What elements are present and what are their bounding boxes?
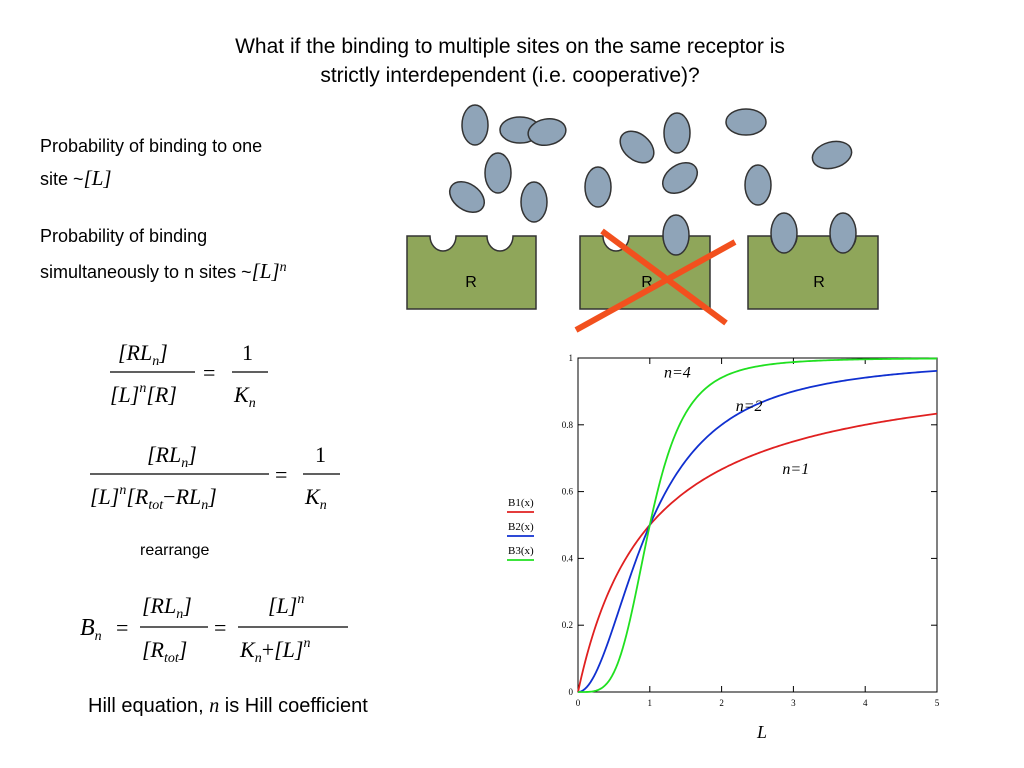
chart-ticks: 0 1 2 3 4 5 0 0.2 0.4 0.6 0.8 1: [562, 353, 940, 708]
eq1-num: [RLn]: [118, 340, 168, 369]
hill-suffix: is Hill coefficient: [219, 695, 368, 717]
chart-series: [577, 357, 938, 693]
prob-multi-math: [L]: [251, 259, 280, 283]
curve-annotation: n=2: [736, 398, 763, 415]
equation-1: [RLn] [L]n[R] = 1 Kn: [110, 340, 268, 411]
series-line-B2(x): [577, 369, 938, 693]
ligand: [484, 152, 512, 194]
receptor-two-bound: R: [747, 212, 879, 310]
receptor-label: R: [465, 274, 477, 291]
hill-prefix: Hill equation,: [88, 695, 210, 717]
series-line-B3(x): [578, 357, 938, 693]
x-tick-label: 3: [791, 698, 796, 708]
curve-annotation: n=1: [782, 461, 809, 478]
y-tick-label: 0.6: [562, 487, 574, 497]
x-tick-label: 5: [935, 698, 940, 708]
eq2-equals: =: [275, 462, 287, 487]
chart-frame: [577, 357, 938, 693]
ligand-bound: [770, 212, 798, 254]
slide-title: What if the binding to multiple sites on…: [140, 32, 880, 90]
y-tick-label: 0.8: [562, 420, 574, 430]
y-tick-label: 0: [569, 687, 574, 697]
title-line-1: What if the binding to multiple sites on…: [235, 35, 785, 58]
y-tick-label: 0.4: [562, 553, 574, 563]
eq3-equals-2: =: [214, 615, 226, 640]
receptor-label: R: [813, 274, 825, 291]
eq2-K: Kn: [304, 484, 327, 513]
prob-one-site-text: Probability of binding to one site ~[L]: [40, 130, 262, 195]
eq2-num: [RLn]: [147, 442, 197, 471]
eq1-K: Kn: [233, 382, 256, 411]
y-tick-label: 1: [569, 353, 574, 363]
x-tick-label: 2: [719, 698, 724, 708]
receptor-empty: R: [406, 235, 537, 310]
series-line-B1(x): [577, 412, 938, 693]
x-tick-label: 0: [576, 698, 581, 708]
hill-chart: 0 1 2 3 4 5 0 0.2 0.4 0.6 0.8 1 B1(x) B2(x) B3(x) n=4…: [507, 353, 940, 742]
ligand-bound: [662, 214, 690, 256]
ligand: [661, 162, 699, 194]
rearrange-label: rearrange: [140, 542, 210, 559]
eq3-den: [Rtot]: [142, 637, 187, 666]
title-line-2: strictly interdependent (i.e. cooperativ…: [320, 64, 700, 87]
ligands-free: [448, 104, 853, 223]
prob-multi-line-2: simultaneously to n sites ~: [40, 262, 252, 282]
eq1-den: [L]n[R]: [110, 381, 177, 407]
legend-label: B2(x): [508, 521, 534, 533]
eq3-den-2: Kn+[L]n: [239, 636, 310, 666]
x-tick-label: 1: [648, 698, 653, 708]
receptor-label: R: [641, 274, 653, 291]
x-axis-label: L: [756, 722, 767, 742]
legend-label: B3(x): [508, 545, 534, 557]
ligand: [744, 164, 772, 206]
chart-legend: B1(x) B2(x) B3(x): [507, 497, 534, 561]
eq1-equals: =: [203, 360, 215, 385]
y-tick-label: 0.2: [562, 620, 573, 630]
prob-one-math: [L]: [83, 166, 112, 190]
eq2-one: 1: [315, 442, 326, 467]
eq3-B: Bn: [80, 615, 102, 644]
ligand: [584, 166, 612, 208]
hill-equation-caption: Hill equation, n is Hill coefficient: [88, 691, 368, 721]
curve-annotation: n=4: [664, 364, 691, 381]
plot-area: [577, 357, 938, 693]
ligand: [619, 130, 655, 164]
eq3-num: [RLn]: [142, 593, 192, 622]
ligand: [520, 181, 548, 223]
ligand: [448, 181, 486, 213]
prob-one-line-1: Probability of binding to one: [40, 136, 263, 156]
ligand: [461, 104, 489, 146]
equation-3: Bn = [RLn] [Rtot] = [L]n Kn+[L]n: [80, 592, 348, 666]
prob-multi-line-1: Probability of binding: [40, 226, 208, 246]
eq3-equals-1: =: [116, 615, 128, 640]
x-tick-label: 4: [863, 698, 868, 708]
chart-annotations: n=4 n=2 n=1: [664, 364, 809, 478]
receptor-diagram: R R R: [406, 104, 879, 333]
ligand: [527, 118, 567, 146]
prob-multi-exp: n: [279, 260, 287, 275]
ligand-bound: [829, 212, 857, 254]
receptor-one-bound: R: [574, 214, 737, 333]
equation-2: [RLn] [L]n[Rtot−RLn] = 1 Kn: [90, 442, 340, 513]
prob-multi-site-text: Probability of binding simultaneously to…: [40, 220, 287, 288]
ligand: [663, 112, 691, 154]
eq1-one: 1: [242, 340, 253, 365]
ligand: [725, 108, 767, 136]
eq3-num-2: [L]n: [268, 592, 304, 618]
legend-label: B1(x): [508, 497, 534, 509]
cross-out-mark: [574, 228, 737, 333]
eq2-den: [L]n[Rtot−RLn]: [90, 483, 217, 513]
prob-one-line-2: site ~: [40, 169, 84, 189]
ligand: [811, 140, 853, 170]
hill-n: n: [209, 695, 220, 717]
